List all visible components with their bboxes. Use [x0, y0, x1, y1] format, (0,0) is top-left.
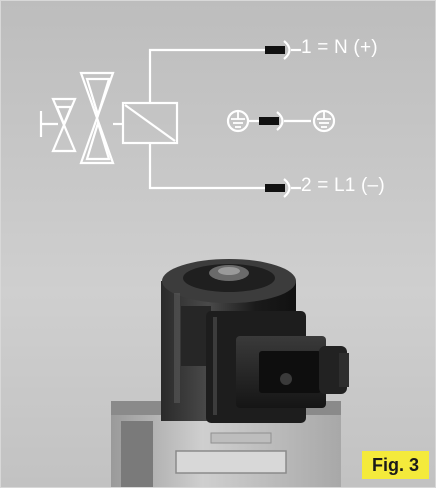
terminal-2-label: 2 = L1 (–) — [301, 175, 385, 196]
connector-pin-earth — [259, 117, 279, 125]
figure-label: Fig. 3 — [362, 451, 429, 479]
connector-pin-2 — [265, 184, 285, 192]
valve-symbol-right-top — [85, 77, 111, 119]
plug-screw-icon — [280, 373, 292, 385]
connector-pin-1 — [265, 46, 285, 54]
wire-terminal-2 — [148, 143, 266, 190]
wire-terminal-1 — [148, 48, 266, 103]
terminal-1-label: 1 = N (+) — [301, 37, 378, 58]
valve-wiring-schematic — [39, 40, 336, 198]
connector-bracket-1 — [283, 40, 291, 60]
earth-icon-right — [312, 109, 336, 133]
valve-symbol-left — [51, 97, 77, 153]
valve-symbol-right-bottom — [85, 119, 111, 161]
connector-bracket-2 — [283, 178, 291, 198]
solenoid-coil-diagonal — [124, 104, 176, 142]
valve-symbol-left-inner — [55, 105, 73, 127]
connector-bracket-earth — [276, 111, 284, 131]
valve-symbol-right — [79, 71, 115, 165]
